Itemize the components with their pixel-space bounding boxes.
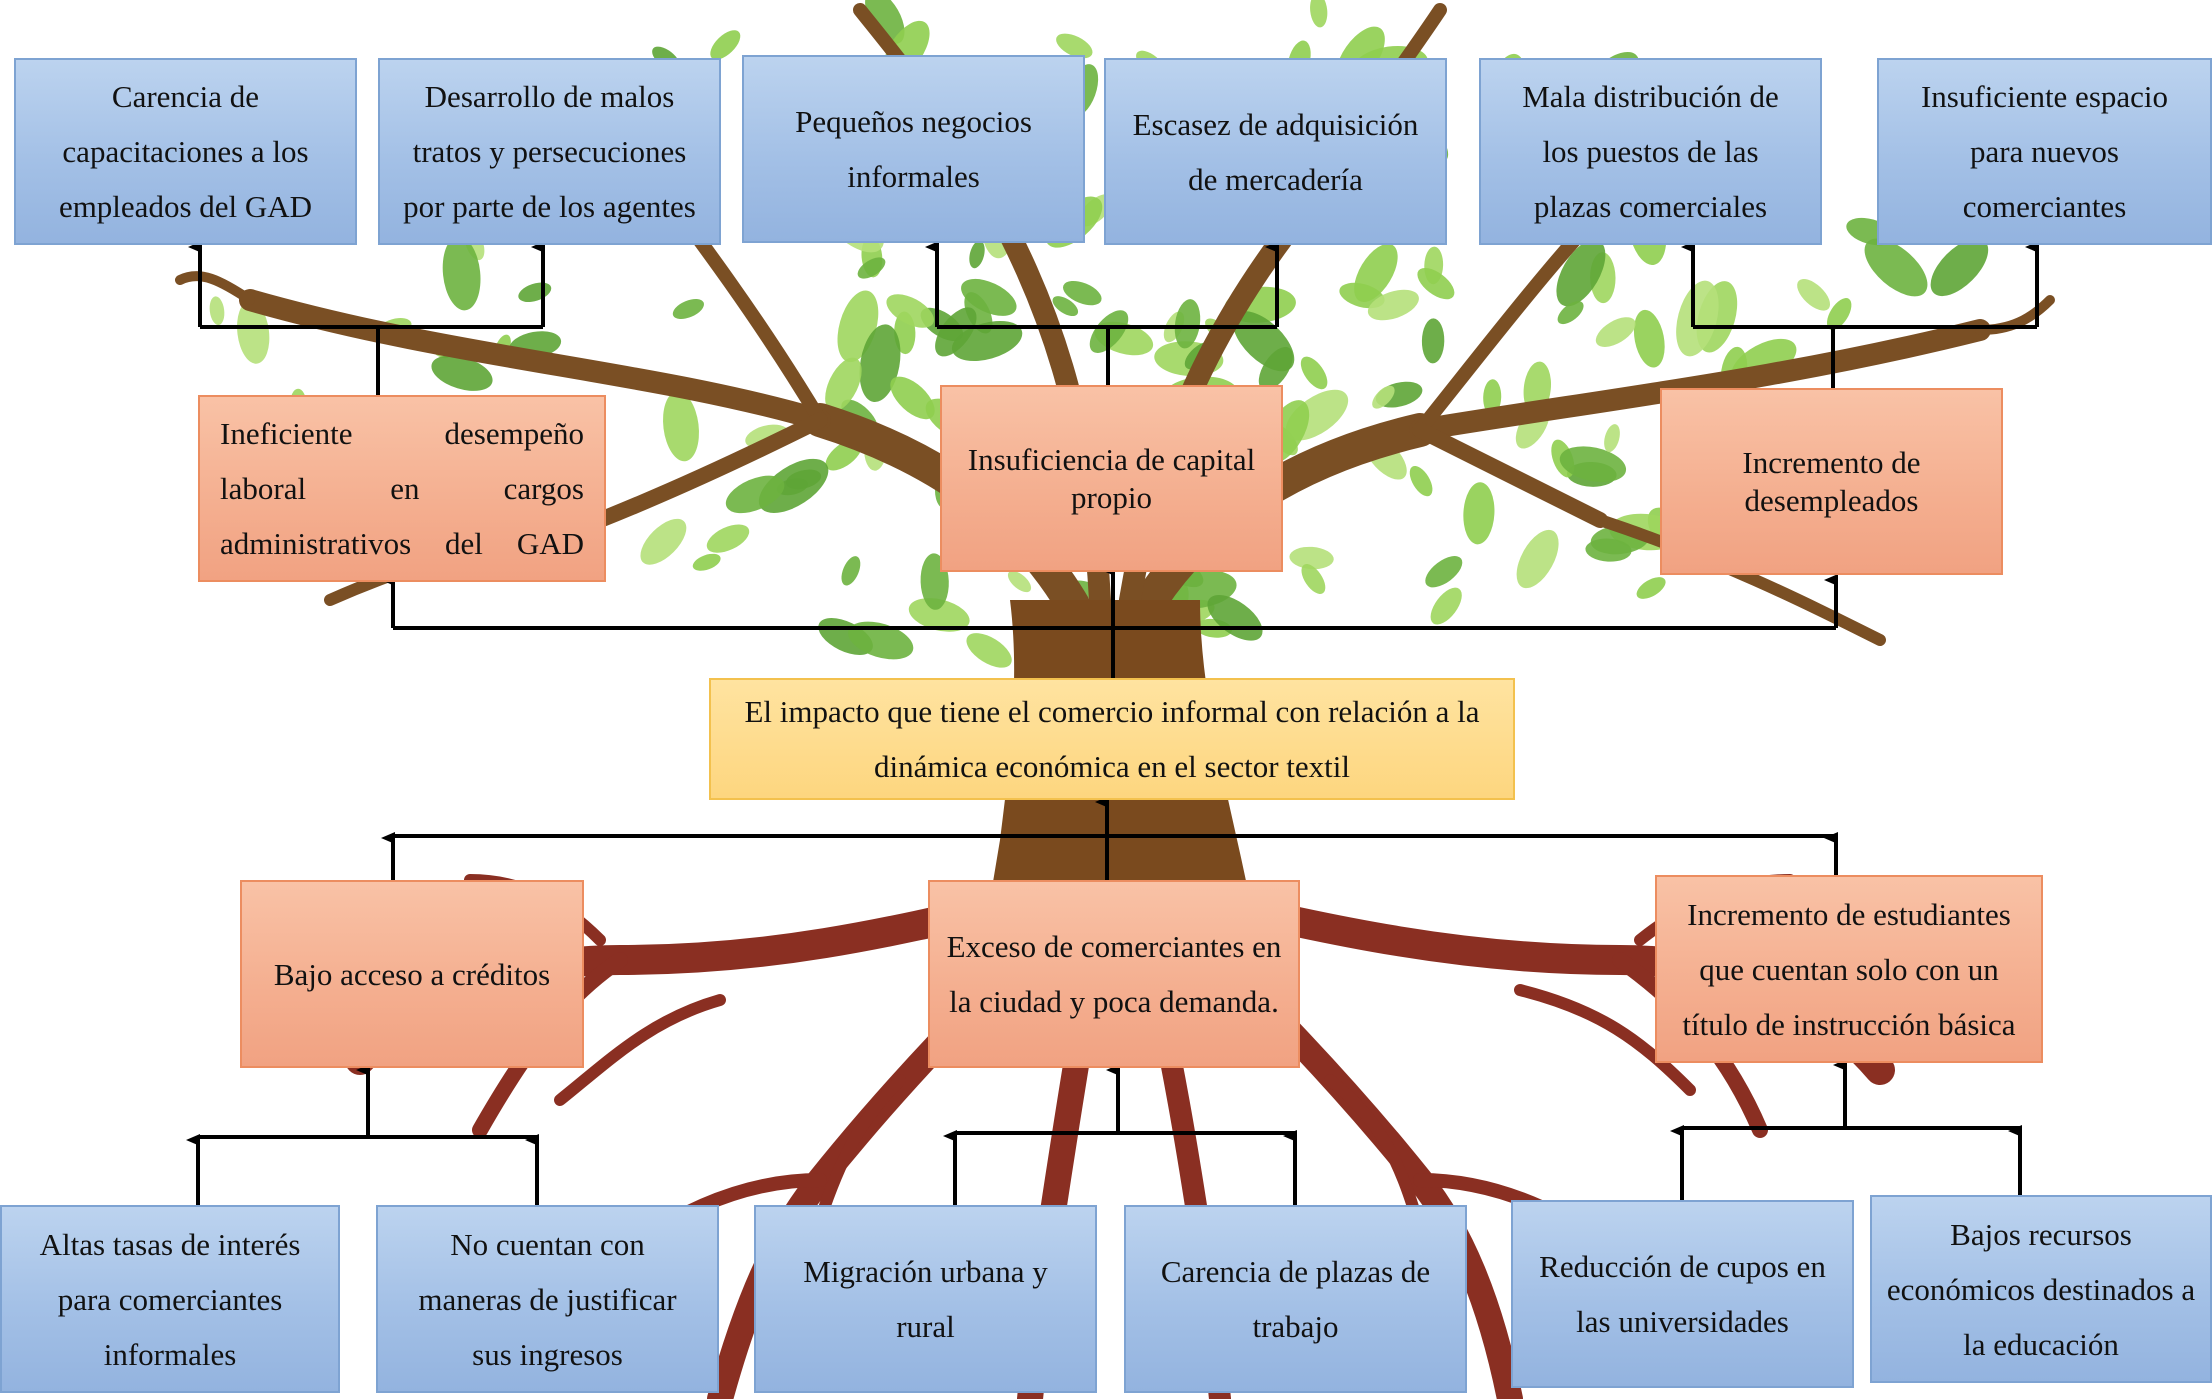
- cause-box-5: Reducción de cupos en las universidades: [1511, 1200, 1854, 1388]
- mid-effect-text-3: Incremento de desempleados: [1742, 444, 1921, 518]
- leaf-shape: [640, 518, 687, 565]
- effect-box-1: Carencia de capacitaciones a los emplead…: [14, 58, 357, 245]
- leaf-shape: [841, 556, 861, 586]
- leaf-shape: [442, 236, 481, 311]
- leaf-shape: [961, 278, 1017, 316]
- leaf-shape: [1367, 289, 1419, 321]
- mid-effect-text-1: Ineficiente desempeño laboral en cargos …: [220, 416, 584, 561]
- leaf-shape: [1585, 538, 1632, 562]
- cause-text-6: Bajos recursos económicos destinados a l…: [1886, 1216, 2196, 1362]
- leaf-shape: [825, 357, 862, 412]
- leaf-shape: [1417, 267, 1455, 300]
- cause-box-1: Altas tasas de interés para comerciantes…: [0, 1205, 340, 1393]
- effect-box-3: Pequeños negocios informales: [742, 55, 1085, 243]
- central-problem-box: El impacto que tiene el comercio informa…: [709, 678, 1515, 800]
- leaf-shape: [1354, 243, 1398, 302]
- leaf-shape: [1056, 33, 1093, 59]
- leaf-shape: [857, 257, 886, 279]
- leaf-shape: [692, 553, 721, 571]
- leaf-shape: [1372, 385, 1395, 409]
- leaf-shape: [1676, 280, 1719, 357]
- leaf-shape: [1516, 529, 1559, 589]
- mid-effect-box-1: Ineficiente desempeño laboral en cargos …: [198, 395, 606, 582]
- leaf-shape: [706, 524, 750, 553]
- effect-text-4: Escasez de adquisición de mercadería: [1132, 106, 1419, 197]
- mid-cause-box-1: Bajo acceso a créditos: [240, 880, 584, 1068]
- mid-effect-box-2: Insuficiencia de capital propio: [940, 385, 1283, 572]
- leaf-shape: [672, 298, 705, 320]
- effect-box-6: Insuficiente espacio para nuevos comerci…: [1877, 58, 2212, 245]
- leaf-shape: [237, 300, 270, 364]
- mid-effect-text-2: Insuficiencia de capital propio: [967, 441, 1256, 515]
- leaf-shape: [1289, 546, 1334, 570]
- leaf-shape: [518, 282, 552, 303]
- leaf-shape: [1864, 238, 1928, 297]
- cause-box-6: Bajos recursos económicos destinados a l…: [1870, 1195, 2212, 1383]
- leaf-shape: [848, 621, 914, 660]
- effect-text-6: Insuficiente espacio para nuevos comerci…: [1920, 79, 2169, 224]
- leaf-shape: [663, 391, 699, 462]
- leaf-shape: [1556, 239, 1606, 307]
- leaf-shape: [1604, 424, 1620, 453]
- leaf-shape: [886, 294, 934, 328]
- leaf-shape: [1063, 280, 1102, 306]
- leaf-shape: [1797, 279, 1831, 311]
- leaf-shape: [1463, 482, 1495, 545]
- leaf-shape: [935, 307, 977, 357]
- effect-text-5: Mala distribución de los puestos de las …: [1522, 79, 1779, 224]
- central-problem-text: El impacto que tiene el comercio informa…: [744, 694, 1480, 784]
- cause-text-5: Reducción de cupos en las universidades: [1539, 1249, 1826, 1339]
- leaf-shape: [710, 30, 741, 60]
- mid-cause-box-2: Exceso de comerciantes en la ciudad y po…: [928, 880, 1300, 1068]
- leaf-shape: [758, 458, 829, 513]
- leaf-shape: [1483, 379, 1502, 416]
- leaf-shape: [951, 320, 1023, 362]
- leaf-shape: [1633, 309, 1665, 368]
- leaf-shape: [1595, 317, 1636, 347]
- cause-box-2: No cuentan con maneras de justificar sus…: [376, 1205, 719, 1393]
- leaf-shape: [966, 633, 1012, 668]
- cause-text-4: Carencia de plazas de trabajo: [1160, 1254, 1431, 1344]
- leaf-shape: [1409, 465, 1433, 497]
- effect-box-4: Escasez de adquisición de mercadería: [1104, 58, 1447, 245]
- cause-text-1: Altas tasas de interés para comerciantes…: [39, 1226, 301, 1372]
- leaf-shape: [1174, 299, 1201, 349]
- cause-box-4: Carencia de plazas de trabajo: [1124, 1205, 1467, 1393]
- leaf-shape: [1636, 577, 1666, 599]
- leaf-shape: [209, 296, 225, 326]
- mid-cause-text-1: Bajo acceso a créditos: [273, 956, 551, 992]
- leaf-shape: [1425, 556, 1463, 588]
- mid-cause-text-3: Incremento de estudiantes que cuentan so…: [1682, 896, 2016, 1042]
- leaf-shape: [1052, 296, 1079, 317]
- cause-box-3: Migración urbana y rural: [754, 1205, 1097, 1393]
- leaf-shape: [1421, 318, 1445, 364]
- leaf-shape: [431, 355, 493, 391]
- leaf-shape: [1826, 298, 1852, 330]
- effect-text-1: Carencia de capacitaciones a los emplead…: [58, 79, 313, 224]
- leaf-shape: [908, 598, 970, 632]
- cause-text-2: No cuentan con maneras de justificar sus…: [418, 1226, 677, 1372]
- leaf-shape: [1300, 356, 1328, 390]
- mid-effect-box-3: Incremento de desempleados: [1660, 388, 2003, 575]
- leaf-shape: [1559, 446, 1627, 483]
- leaf-shape: [1310, 0, 1328, 28]
- leaf-shape: [969, 240, 985, 269]
- leaf-shape: [859, 324, 901, 403]
- mid-cause-box-3: Incremento de estudiantes que cuentan so…: [1655, 875, 2043, 1063]
- effect-box-2: Desarrollo de malos tratos y persecucion…: [378, 58, 721, 245]
- effect-box-5: Mala distribución de los puestos de las …: [1479, 58, 1822, 245]
- leaf-shape: [1557, 301, 1584, 325]
- leaf-shape: [1430, 587, 1462, 625]
- effect-text-3: Pequeños negocios informales: [795, 104, 1032, 194]
- leaf-shape: [890, 376, 935, 420]
- leaf-shape: [725, 475, 785, 514]
- mid-cause-text-2: Exceso de comerciantes en la ciudad y po…: [946, 929, 1282, 1019]
- leaf-shape: [1007, 570, 1032, 593]
- leaf-shape: [1930, 238, 1989, 297]
- cause-text-3: Migración urbana y rural: [803, 1254, 1048, 1344]
- leaf-shape: [1301, 564, 1326, 594]
- leaf-shape: [865, 0, 905, 44]
- effect-text-2: Desarrollo de malos tratos y persecucion…: [403, 79, 696, 224]
